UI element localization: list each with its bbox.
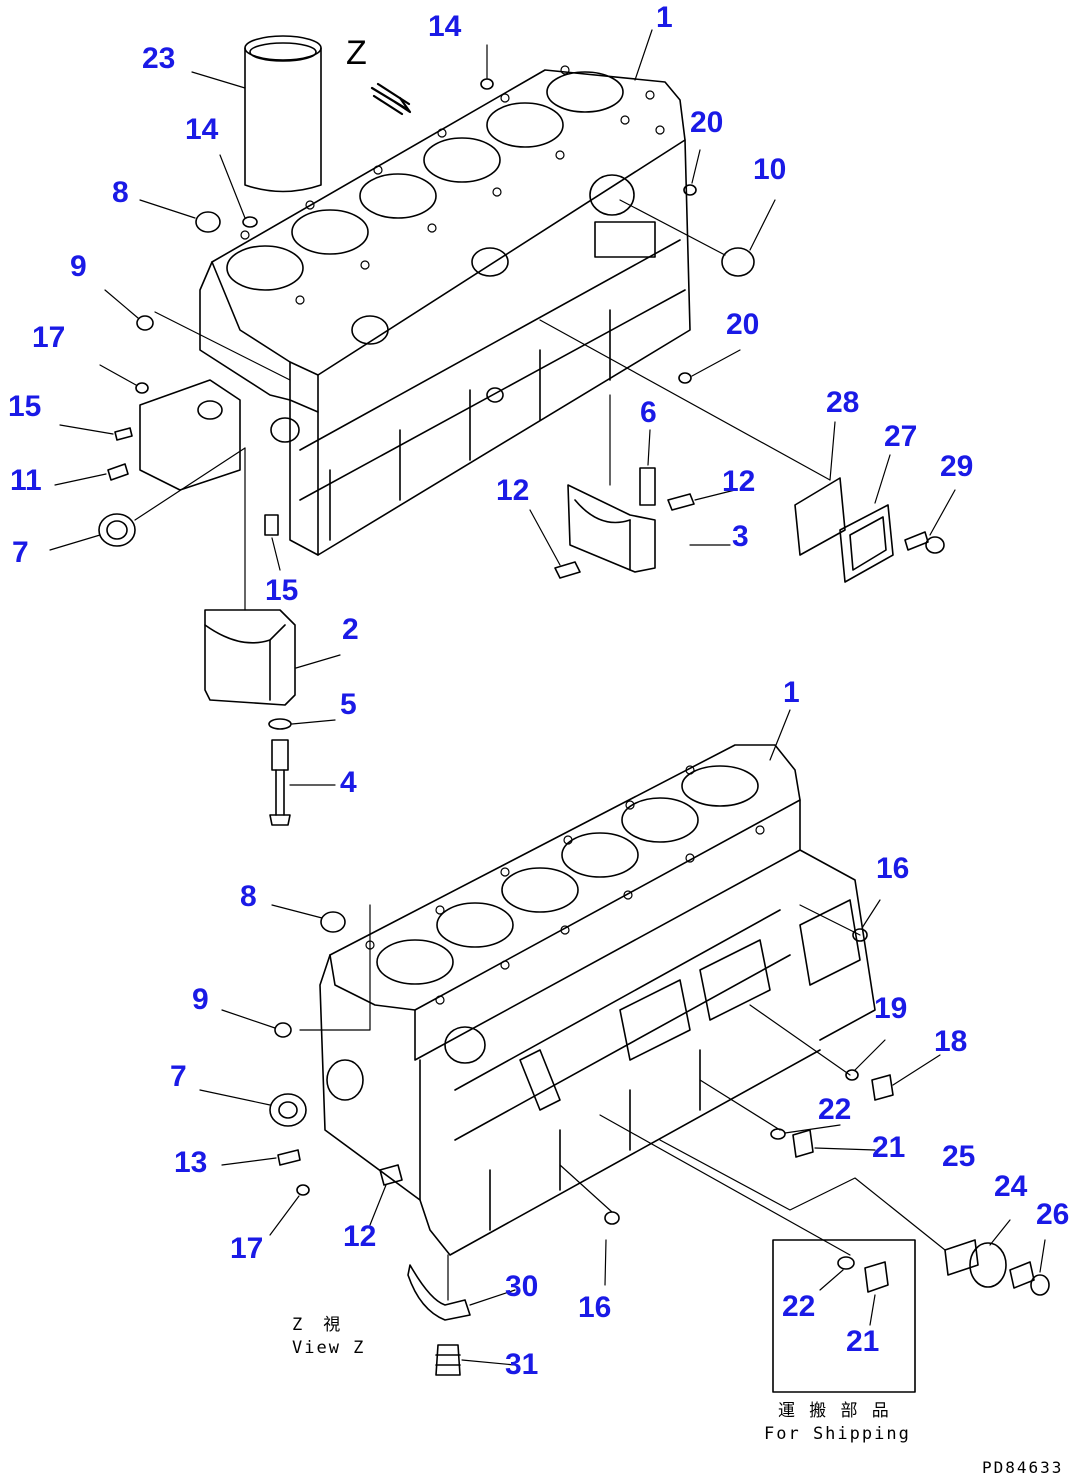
callout-21-a: 21	[872, 1131, 906, 1164]
callout-4: 4	[340, 766, 357, 799]
callout-15-b: 15	[265, 574, 299, 607]
callout-27: 27	[884, 420, 918, 453]
callout-30: 30	[505, 1270, 539, 1303]
shipping-caption-en: For Shipping	[764, 1424, 911, 1444]
callout-13: 13	[174, 1146, 208, 1179]
callout-26: 26	[1036, 1198, 1070, 1231]
callout-12-c: 12	[343, 1220, 377, 1253]
callout-16-b: 16	[578, 1291, 612, 1324]
lower-small-parts	[269, 911, 1050, 1376]
callout-31: 31	[505, 1348, 539, 1381]
drawing-code: PD84633	[982, 1458, 1064, 1477]
callout-17-a: 17	[32, 321, 66, 354]
view-z-caption-jp: Z 視	[292, 1315, 343, 1335]
callout-14-a: 14	[428, 10, 462, 43]
stud-and-washer	[268, 718, 292, 826]
callout-7-a: 7	[12, 536, 29, 569]
callout-1-b: 1	[783, 676, 800, 709]
shipping-parts-box	[772, 1239, 916, 1393]
callout-10: 10	[753, 153, 787, 186]
callout-12-a: 12	[496, 474, 530, 507]
callout-2: 2	[342, 613, 359, 646]
side-cover-group	[794, 477, 945, 583]
callout-17-b: 17	[230, 1232, 264, 1265]
callout-19: 19	[874, 992, 908, 1025]
callout-9-a: 9	[70, 250, 87, 283]
upper-small-parts	[98, 78, 755, 547]
main-bearing-caps	[204, 467, 695, 706]
callout-11: 11	[10, 464, 42, 497]
callout-25: 25	[942, 1140, 976, 1173]
callout-8-a: 8	[112, 176, 129, 209]
view-z-arrow	[370, 82, 412, 116]
cylinder-liner	[244, 35, 322, 193]
view-z-caption-en: View Z	[292, 1338, 366, 1358]
callout-9-b: 9	[192, 983, 209, 1016]
shipping-caption-jp: 運 搬 部 品	[778, 1401, 891, 1421]
callout-5: 5	[340, 688, 357, 721]
z-arrow-label: Z	[346, 34, 367, 72]
callout-3: 3	[732, 520, 749, 553]
upper-leader-lines	[49, 29, 956, 786]
callout-8-b: 8	[240, 880, 257, 913]
callout-12-b: 12	[722, 465, 756, 498]
callout-29: 29	[940, 450, 974, 483]
callout-16-a: 16	[876, 852, 910, 885]
upper-cylinder-block	[199, 65, 691, 556]
lower-cylinder-block	[319, 744, 876, 1256]
callout-7-b: 7	[170, 1060, 187, 1093]
callout-20-b: 20	[726, 308, 760, 341]
callout-6: 6	[640, 396, 657, 429]
callout-18: 18	[934, 1025, 968, 1058]
callout-22-a: 22	[818, 1093, 852, 1126]
callout-24: 24	[994, 1170, 1028, 1203]
callout-28: 28	[826, 386, 860, 419]
callout-23: 23	[142, 42, 176, 75]
callout-15-a: 15	[8, 390, 42, 423]
callout-21-b: 21	[846, 1325, 880, 1358]
callout-20-a: 20	[690, 106, 724, 139]
front-cover-plate	[139, 379, 241, 491]
callout-22-b: 22	[782, 1290, 816, 1323]
callout-14-b: 14	[185, 113, 219, 146]
callout-1-a: 1	[656, 1, 673, 34]
lower-leader-lines	[199, 709, 1046, 1366]
